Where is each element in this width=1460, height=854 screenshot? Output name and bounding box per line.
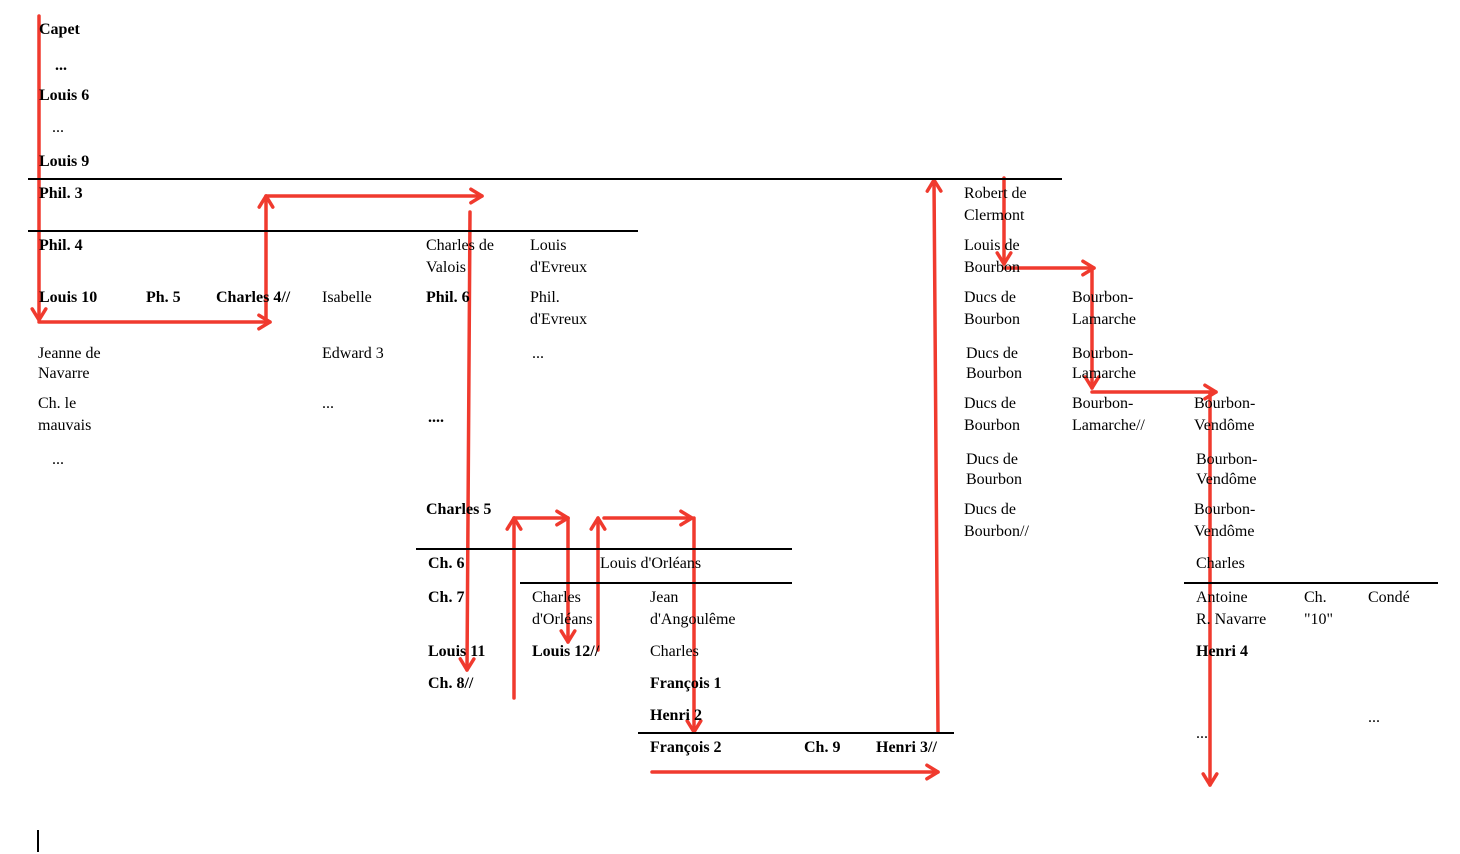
node-charles-angouleme: Charles <box>650 643 699 660</box>
node-ellipsis: ... <box>52 451 64 468</box>
node-phil-evreux: Phil. d'Evreux <box>530 289 588 328</box>
node-phil4: Phil. 4 <box>39 237 83 254</box>
node-henri4: Henri 4 <box>1196 643 1248 660</box>
node-ph5: Ph. 5 <box>146 289 181 306</box>
node-bourbon-vendome: Bourbon- Vendôme <box>1194 395 1256 434</box>
arrowhead-icon <box>995 251 1013 266</box>
node-jean-angouleme: Jean d'Angoulême <box>650 589 736 628</box>
node-jeanne-navarre: Jeanne de Navarre <box>38 345 101 382</box>
node-ellipsis: ... <box>532 345 544 362</box>
succession-arrow <box>602 509 694 527</box>
node-ellipsis: ... <box>1196 725 1208 742</box>
node-henri2: Henri 2 <box>650 707 702 724</box>
node-henri3: Henri 3// <box>876 739 937 756</box>
node-antoine-navarre: Antoine R. Navarre <box>1196 589 1267 628</box>
node-charles4: Charles 4// <box>216 289 291 306</box>
node-isabelle: Isabelle <box>322 289 372 306</box>
arrowhead-icon <box>1083 375 1101 390</box>
succession-arrow <box>650 763 940 781</box>
arrowhead-icon <box>1081 259 1096 277</box>
node-bourbon-lamarche: Bourbon- Lamarche// <box>1072 395 1145 434</box>
succession-arrow <box>925 178 943 734</box>
rule-ch6 <box>416 548 792 550</box>
node-francois2: François 2 <box>650 739 722 756</box>
node-ducs-bourbon: Ducs de Bourbon <box>966 451 1022 488</box>
node-louis12: Louis 12// <box>532 643 600 660</box>
node-ducs-bourbon: Ducs de Bourbon <box>964 395 1020 434</box>
node-ch8: Ch. 8// <box>428 675 474 692</box>
arrowhead-icon <box>589 516 607 531</box>
node-charles-orleans: Charles d'Orléans <box>532 589 593 628</box>
arrowhead-icon <box>679 509 694 527</box>
succession-arrow <box>30 14 48 322</box>
arrowhead-icon <box>469 187 484 205</box>
rule-phil3 <box>28 178 1062 180</box>
arrowhead-icon <box>925 763 940 781</box>
node-bourbon-vendome: Bourbon- Vendôme <box>1194 501 1256 540</box>
node-ducs-bourbon: Ducs de Bourbon <box>964 289 1020 328</box>
node-louis10: Louis 10 <box>39 289 98 306</box>
succession-arrow <box>995 176 1013 266</box>
node-francois1: François 1 <box>650 675 722 692</box>
arrowhead-icon <box>458 657 476 672</box>
succession-arrow <box>37 313 272 331</box>
node-charles-vendome: Charles <box>1196 555 1245 572</box>
node-ducs-bourbon: Ducs de Bourbon// <box>964 501 1029 540</box>
succession-arrow <box>264 187 484 205</box>
text-cursor <box>37 830 39 852</box>
node-ch10: Ch. "10" <box>1304 589 1334 628</box>
succession-arrow <box>589 516 607 652</box>
node-bourbon-vendome: Bourbon- Vendôme <box>1196 451 1258 488</box>
node-edward3: Edward 3 <box>322 345 384 362</box>
node-ch9: Ch. 9 <box>804 739 841 756</box>
node-robert-clermont: Robert de Clermont <box>964 185 1027 224</box>
succession-arrow <box>505 516 523 700</box>
node-ch6: Ch. 6 <box>428 555 465 572</box>
arrowhead-icon <box>559 629 577 644</box>
arrowhead-icon <box>925 178 943 193</box>
node-charles-mauvais: Ch. le mauvais <box>38 395 92 434</box>
arrowhead-icon <box>30 307 48 322</box>
rule-francois2 <box>638 732 954 734</box>
node-charles5: Charles 5 <box>426 501 492 518</box>
node-ducs-bourbon: Ducs de Bourbon <box>966 345 1022 382</box>
node-conde: Condé <box>1368 589 1410 606</box>
node-ch7: Ch. 7 <box>428 589 465 606</box>
node-ellipsis: .... <box>428 409 444 426</box>
node-louis-evreux: Louis d'Evreux <box>530 237 588 276</box>
node-ellipsis: ... <box>322 395 334 412</box>
node-louis-orleans: Louis d'Orléans <box>600 555 702 572</box>
node-capet: Capet <box>39 21 80 38</box>
node-ellipsis: ... <box>1368 709 1380 726</box>
arrowhead-icon <box>257 313 272 331</box>
succession-arrow <box>1083 266 1101 390</box>
node-phil3: Phil. 3 <box>39 185 83 202</box>
node-bourbon-lamarche: Bourbon- Lamarche <box>1072 345 1136 382</box>
succession-arrow <box>1002 259 1096 277</box>
rule-phil4 <box>28 230 638 232</box>
node-louis11: Louis 11 <box>428 643 486 660</box>
succession-arrow <box>458 210 476 672</box>
node-louis6: Louis 6 <box>39 87 90 104</box>
node-ellipsis: ... <box>55 57 67 74</box>
node-phil6: Phil. 6 <box>426 289 470 306</box>
node-louis-bourbon: Louis de Bourbon <box>964 237 1020 276</box>
node-louis9: Louis 9 <box>39 153 90 170</box>
node-ellipsis: ... <box>52 119 64 136</box>
succession-arrow <box>1201 390 1219 787</box>
succession-arrow <box>559 516 577 644</box>
arrowhead-icon <box>1201 772 1219 787</box>
node-charles-valois: Charles de Valois <box>426 237 494 276</box>
node-bourbon-lamarche: Bourbon- Lamarche <box>1072 289 1136 328</box>
rule-antoine <box>1184 582 1438 584</box>
rule-orleans <box>520 582 792 584</box>
succession-arrow <box>512 509 570 527</box>
